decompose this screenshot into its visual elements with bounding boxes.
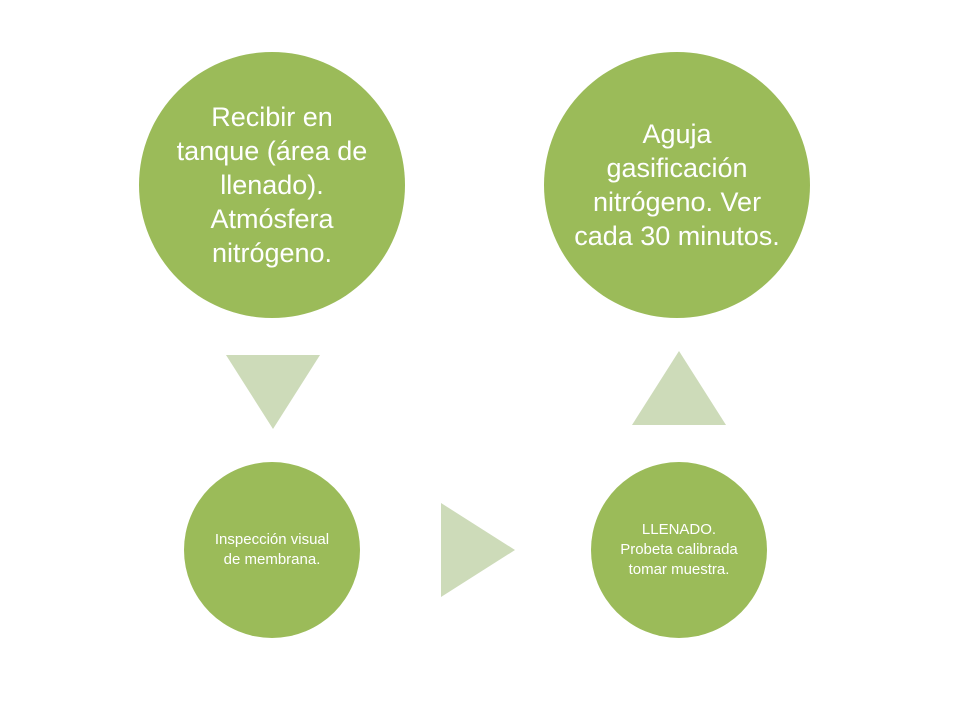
arrow-down-shape	[226, 355, 320, 429]
arrow-down-icon	[226, 355, 320, 429]
step-1-circle: Recibir en tanque (área de llenado). Atm…	[139, 52, 405, 318]
step-2-circle: Inspección visual de membrana.	[184, 462, 360, 638]
step-1-label: Recibir en tanque (área de llenado). Atm…	[176, 102, 368, 268]
step-3-circle: LLENADO. Probeta calibrada tomar muestra…	[591, 462, 767, 638]
step-3-label: LLENADO. Probeta calibrada tomar muestra…	[620, 521, 738, 578]
arrow-right-shape	[441, 503, 515, 597]
arrow-up-icon	[632, 351, 726, 425]
arrow-right-icon	[441, 503, 515, 597]
arrow-up-shape	[632, 351, 726, 425]
step-4-circle: Aguja gasificación nitrógeno. Ver cada 3…	[544, 52, 810, 318]
step-2-label: Inspección visual de membrana.	[214, 531, 330, 568]
step-4-label: Aguja gasificación nitrógeno. Ver cada 3…	[574, 119, 780, 251]
